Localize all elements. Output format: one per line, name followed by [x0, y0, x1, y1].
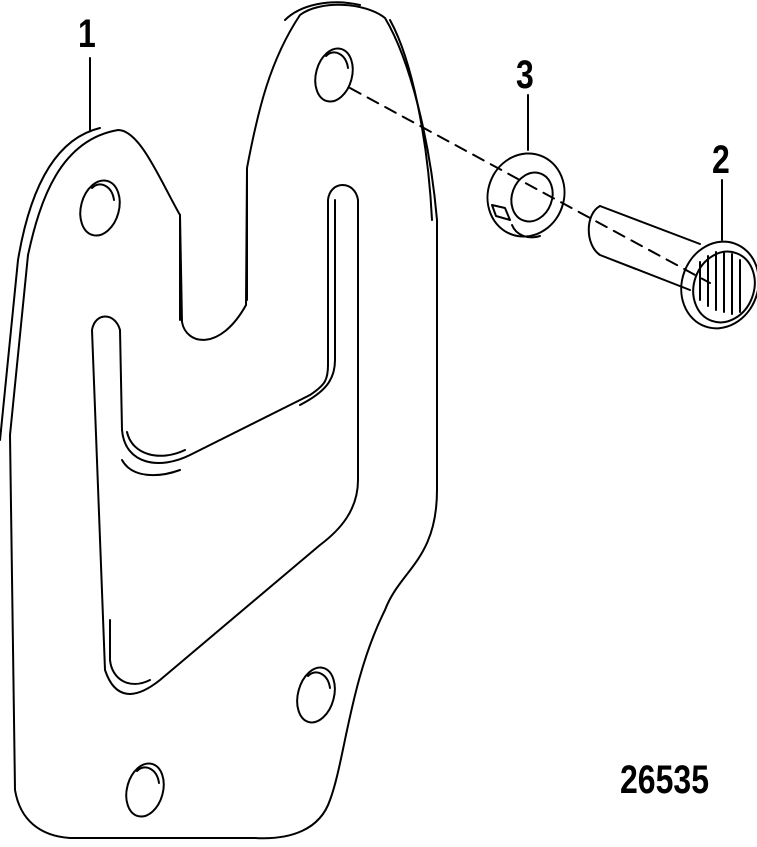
callout-1: 1 [78, 12, 96, 56]
bracket-inner-cutout [91, 184, 359, 695]
alignment-centerline [349, 87, 711, 284]
hole-top [314, 47, 354, 103]
hole-bottom-inner [136, 766, 160, 784]
hole-lower-right [296, 666, 336, 724]
hole-top-inner [325, 51, 349, 69]
hole-upper-left [79, 179, 121, 237]
bracket-plate-edge-right [389, 19, 433, 221]
figure-number: 26535 [620, 758, 709, 802]
splined-bolt [587, 205, 757, 330]
bracket-inner-lip [126, 199, 336, 457]
hole-bottom [125, 762, 165, 818]
bracket-inner-lip-2 [109, 459, 181, 685]
hole-upper-left-inner [91, 183, 115, 201]
lock-washer [486, 152, 566, 239]
callout-3: 3 [516, 53, 534, 97]
bracket-plate-edge-top [284, 1, 361, 21]
bracket-plate-edge [0, 127, 101, 441]
bracket-notch [179, 169, 248, 321]
callout-2: 2 [712, 138, 730, 182]
hole-lower-right-inner [307, 671, 331, 689]
bracket-plate-outline [9, 3, 438, 840]
